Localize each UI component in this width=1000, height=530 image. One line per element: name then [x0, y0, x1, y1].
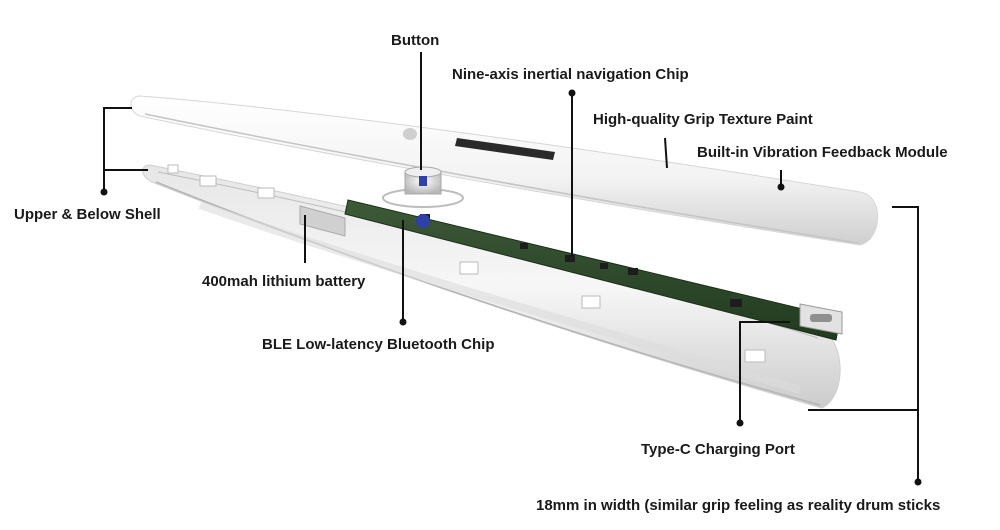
battery [299, 205, 346, 237]
label-bluetooth-chip: BLE Low-latency Bluetooth Chip [262, 336, 495, 353]
shell-clip [199, 175, 217, 187]
button-component [382, 166, 464, 208]
leader-type-c [739, 321, 790, 422]
leader-shell [103, 107, 132, 190]
chip [730, 299, 742, 307]
label-battery: 400mah lithium battery [202, 273, 366, 290]
leader-dot [568, 89, 576, 97]
shell-clip [257, 187, 275, 199]
leader-grip [664, 137, 668, 169]
leader-dot [399, 318, 407, 326]
leader-dot [777, 183, 785, 191]
shell-clip [459, 261, 479, 275]
shell-clip [581, 295, 601, 309]
chip [628, 268, 638, 275]
leader-dot [736, 419, 744, 427]
label-width-note: 18mm in width (similar grip feeling as r… [536, 497, 941, 514]
shell-clip [744, 349, 766, 363]
shell-clip [167, 164, 179, 174]
leader-width [808, 206, 919, 411]
leader-dot [914, 478, 922, 486]
leader-lines [103, 52, 919, 482]
pcb-board [344, 199, 841, 341]
label-vibration-module: Built-in Vibration Feedback Module [697, 144, 948, 161]
upper-shell [130, 95, 879, 246]
button-hole [403, 128, 417, 140]
logo-plate [455, 138, 555, 160]
label-grip-texture: High-quality Grip Texture Paint [593, 111, 813, 128]
type-c-port [799, 303, 843, 335]
label-shell: Upper & Below Shell [14, 206, 161, 223]
bluetooth-chip-component [416, 214, 430, 228]
chip [565, 255, 575, 262]
label-button: Button [391, 32, 440, 49]
leader-dot [100, 188, 108, 196]
leader-dots [100, 89, 922, 486]
label-nine-axis-chip: Nine-axis inertial navigation Chip [452, 66, 689, 83]
chip [520, 243, 528, 249]
label-charging-port: Type-C Charging Port [641, 441, 795, 458]
chip [600, 263, 608, 269]
